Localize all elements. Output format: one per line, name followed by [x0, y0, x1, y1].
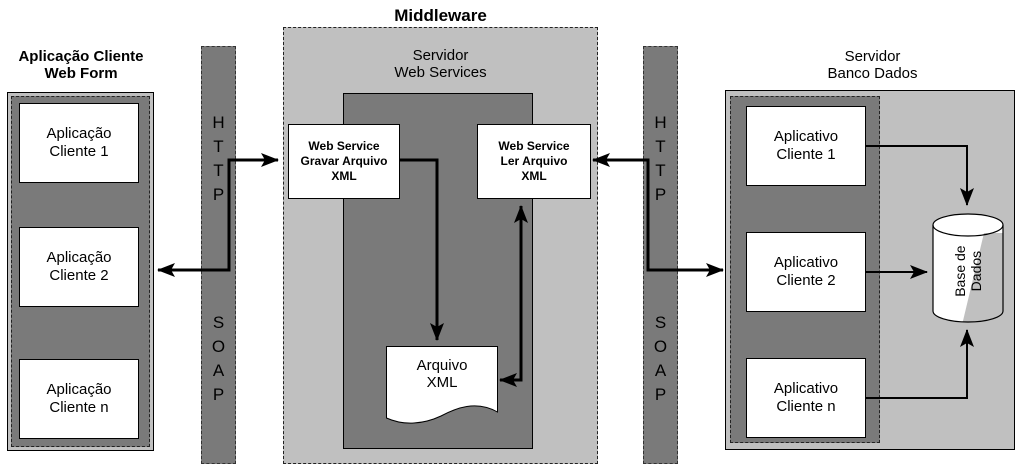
ws-server-title: Servidor Web Services	[394, 47, 487, 82]
protocol-letter: P	[654, 385, 667, 404]
db-server-title: Servidor Banco Dados	[827, 48, 918, 83]
protocol-letter: S	[212, 313, 225, 332]
middleware-title: Middleware	[394, 6, 487, 25]
protocol-letter: T	[213, 161, 224, 180]
client-panel-title: Aplicação Cliente Web Form	[18, 48, 144, 83]
xml-file-label: Arquivo XML	[416, 357, 468, 392]
protocol-letter: T	[655, 161, 666, 180]
protocol-letter: T	[655, 137, 666, 156]
protocol-letter: H	[212, 113, 225, 132]
client-app-n: Aplicação Cliente n	[19, 359, 139, 439]
xml-file-shape	[386, 346, 498, 424]
ws-read-box: Web Service Ler Arquivo XML	[477, 124, 591, 199]
client-app-2: Aplicação Cliente 2	[19, 227, 139, 307]
client-app-1: Aplicação Cliente 1	[19, 103, 139, 183]
ws-write-box: Web Service Gravar Arquivo XML	[288, 124, 400, 199]
db-app-1: Aplicativo Cliente 1	[746, 106, 866, 186]
protocol-letter: P	[654, 185, 667, 204]
database-cylinder	[932, 213, 1004, 323]
protocol-letter: T	[213, 137, 224, 156]
protocol-letter: O	[653, 337, 668, 356]
protocol-letter: O	[211, 337, 226, 356]
protocol-letter: S	[654, 313, 667, 332]
db-app-n: Aplicativo Cliente n	[746, 358, 866, 438]
protocol-letter: H	[654, 113, 667, 132]
protocol-letter: A	[654, 361, 667, 380]
protocol-letter: P	[212, 185, 225, 204]
protocol-letter: A	[212, 361, 225, 380]
db-app-2: Aplicativo Cliente 2	[746, 232, 866, 312]
protocol-letter: P	[212, 385, 225, 404]
